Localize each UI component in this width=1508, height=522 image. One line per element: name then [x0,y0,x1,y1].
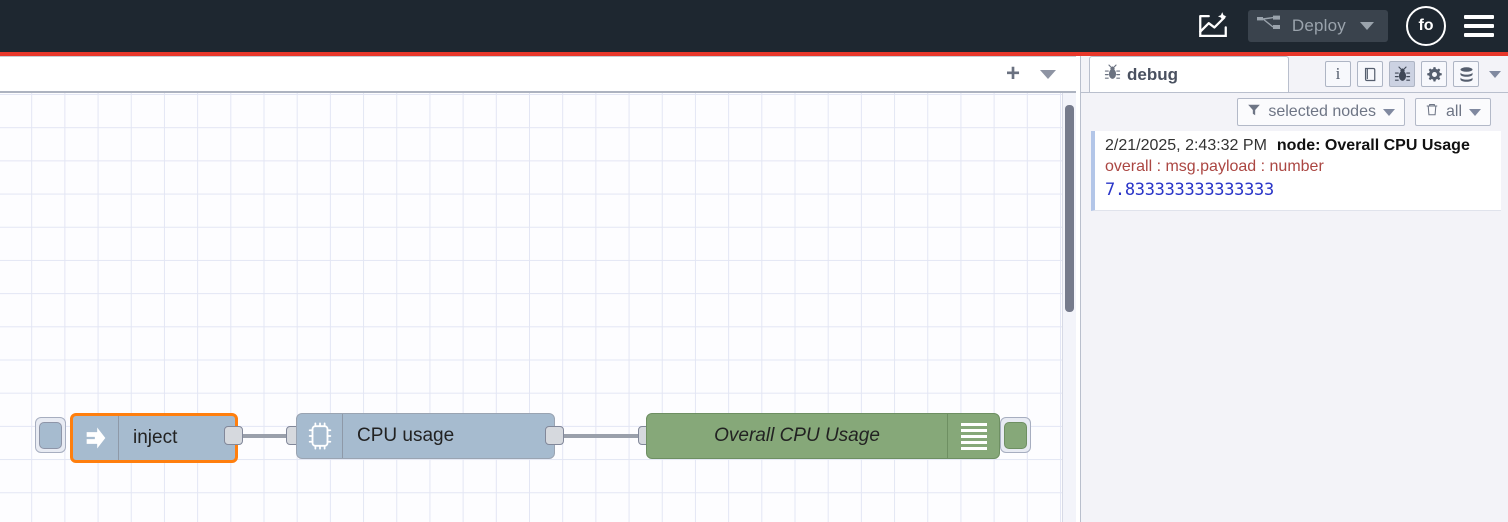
header-actions: Deploy fo [1196,0,1494,52]
tab-debug-label: debug [1127,64,1178,84]
funnel-icon [1247,103,1261,122]
info-icon[interactable]: i [1325,61,1351,87]
wire-inject-to-cpu[interactable] [237,434,297,438]
flow-tab-tools: + [1006,57,1056,91]
debug-message-header: 2/21/2025, 2:43:32 PM node: Overall CPU U… [1105,137,1495,155]
debug-message[interactable]: 2/21/2025, 2:43:32 PM node: Overall CPU U… [1091,131,1501,211]
cpu-chip-icon [297,414,343,458]
cpu-node-body[interactable]: CPU usage [296,413,555,459]
inject-button-pad[interactable] [35,417,66,453]
flow-sparkle-icon[interactable] [1196,9,1230,43]
inject-output-port[interactable] [224,426,243,445]
flow-canvas[interactable]: inject CPU usage [0,93,1062,522]
sidebar-tab-row: debug i [1081,56,1508,93]
inject-node-body[interactable]: inject [70,413,238,463]
node-filter-label: selected nodes [1268,103,1376,120]
cpu-output-port[interactable] [545,426,564,445]
config-gear-icon[interactable] [1421,61,1447,87]
flow-tab-bar: + [0,57,1076,93]
node-filter-button[interactable]: selected nodes [1237,98,1405,126]
gauge-lines-icon [947,414,999,458]
chevron-down-icon[interactable] [1469,108,1481,116]
clear-filter-button[interactable]: all [1414,98,1491,126]
deploy-label: Deploy [1291,16,1346,35]
header-accent-bar [0,52,1508,56]
deploy-button[interactable]: Deploy [1247,10,1388,42]
debug-value: 7.833333333333333 [1105,180,1274,200]
wire-cpu-to-gauge[interactable] [558,434,648,438]
debug-sidebar: debug i [1080,56,1508,522]
debug-bug-icon[interactable] [1389,61,1415,87]
chevron-down-icon[interactable] [1382,108,1395,116]
hamburger-menu-icon[interactable] [1464,15,1494,37]
trash-icon [1425,102,1439,122]
canvas-scrollbar[interactable] [1062,93,1076,522]
gauge-node-label: Overall CPU Usage [714,425,880,446]
bug-icon [1104,64,1121,86]
chevron-down-icon[interactable] [1040,69,1056,79]
flow-workspace: + inject [0,56,1076,522]
inject-arrow-icon [73,416,119,460]
debug-timestamp: 2/21/2025, 2:43:32 PM [1105,137,1267,154]
canvas-scrollbar-thumb[interactable] [1065,105,1074,312]
debug-filter-row: selected nodes all [1081,93,1508,131]
help-book-icon[interactable] [1357,61,1383,87]
debug-message-list[interactable]: 2/21/2025, 2:43:32 PM node: Overall CPU U… [1081,131,1508,522]
debug-property-path: overall : msg.payload : number [1105,158,1324,175]
gauge-node-body[interactable]: Overall CPU Usage [646,413,1000,459]
gauge-button-pad[interactable] [1000,417,1031,453]
app-header: Deploy fo [0,0,1508,52]
cpu-node-label: CPU usage [357,425,455,446]
add-flow-button[interactable]: + [1005,60,1020,87]
debug-source-node[interactable]: node: Overall CPU Usage [1276,137,1470,154]
clear-filter-label: all [1445,103,1462,120]
deploy-dropdown-icon[interactable] [1360,22,1374,30]
user-avatar[interactable]: fo [1406,6,1446,46]
tab-debug[interactable]: debug [1089,56,1289,92]
deploy-node-icon [1256,14,1282,39]
inject-node-label: inject [133,427,178,448]
sidebar-tool-buttons: i [1325,61,1501,87]
chevron-down-icon[interactable] [1489,70,1501,78]
context-data-icon[interactable] [1453,61,1479,87]
